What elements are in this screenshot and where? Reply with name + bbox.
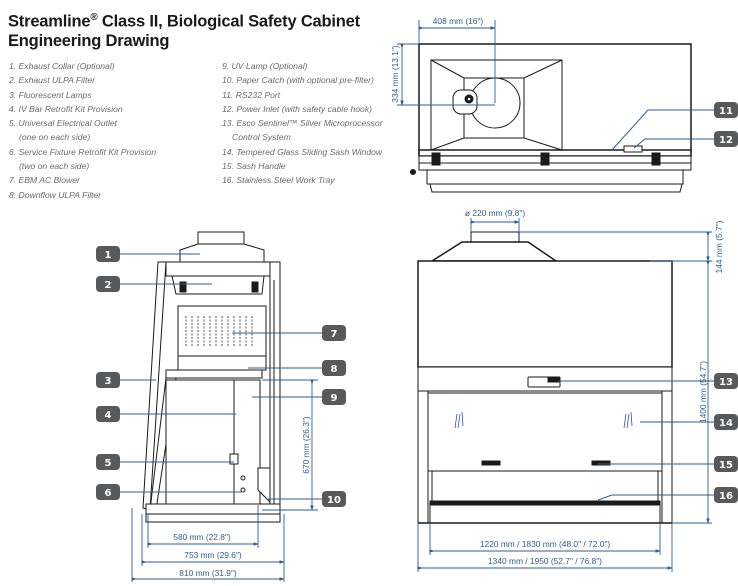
legend-item: 8. Downflow ULPA Filter [9,189,102,200]
side-panel [233,379,261,505]
callout-badge-16 [714,487,738,503]
title-rest: Class II, Biological Safety Cabinet [97,12,360,31]
callout-badge-9 [322,389,346,405]
title-subtitle: Engineering Drawing [8,31,170,50]
legend-item: 2. Exhaust ULPA Filter [9,75,95,86]
legend-item: 12. Power Inlet (with safety cable hook) [222,103,372,114]
dim-side-810: 810 mm (31.9") [179,568,237,578]
callout-badge-5 [96,454,120,470]
work-tray [429,500,661,506]
legend-item: 6. Service Fixture Retrofit Kit Provisio… [9,146,157,157]
electrical-outlet [229,453,239,465]
callout-number: 5 [105,458,112,469]
front-exhaust-collar [429,241,559,262]
callout-badge-7 [322,325,346,341]
page-title: Streamline® Class II, Biological Safety … [8,8,360,51]
callout-badge-4 [96,406,120,422]
sash-window [427,392,663,472]
callout-number: 14 [719,418,733,429]
legend-item-continuation: Control System [232,132,291,143]
sash-handle-left [481,460,501,466]
callout-badge-11 [714,102,738,118]
side-rear-column [269,261,281,523]
dim-overall-height: 1400 mm (54.7") [698,361,708,423]
side-base [145,503,281,515]
callout-leader-11 [611,109,714,151]
dimension-lines [131,20,712,582]
callout-number: 2 [105,280,112,291]
legend-item: 15. Sash Handle [222,161,286,172]
dim-collar-height: 144 mm (5.7") [714,220,724,273]
callout-number: 12 [719,135,733,146]
legend-item: 3. Fluorescent Lamps [9,89,92,100]
dim-front-inner: 1220 mm / 1830 mm (48.0" / 72.0") [480,539,610,549]
dim-work-opening-height: 670 mm (26.3") [301,416,311,474]
callout-number: 8 [331,364,338,375]
callout-badge-1 [96,246,120,262]
exhaust-filter [171,275,265,295]
callout-badge-15 [714,456,738,472]
legend-item: 5. Universal Electrical Outlet [9,118,117,129]
callout-number: 3 [105,376,112,387]
callout-badge-6 [96,484,120,500]
dim-collar-diameter: ø 220 mm (9.8") [465,208,525,218]
callout-badge-13 [714,373,738,389]
callout-number: 16 [719,491,733,502]
front-collar-top [470,231,520,243]
callout-number: 6 [105,488,112,499]
work-opening [165,379,235,505]
legend-item: 16. Stainless Steel Work Tray [222,175,335,186]
legend-item: 11. RS232 Port [222,89,281,100]
legend-item: 4. IV Bar Retrofit Kit Provision [9,103,123,114]
legend-item: 13. Esco Sentinel™ Silver Microprocessor [222,118,383,129]
callout-number: 4 [105,410,112,421]
front-upper-panel [417,260,673,368]
callout-badge-10 [322,491,346,507]
exhaust-collar [179,243,265,263]
legend-item-continuation: (one on each side) [19,132,91,143]
legend-item: 9. UV Lamp (Optional) [222,61,308,71]
legend-left-column: 1. Exhaust Collar (Optional) 2. Exhaust U… [9,59,156,202]
sash-handle-right [591,460,611,466]
top-view [410,43,692,193]
legend-item-continuation: (two on each side) [19,161,90,172]
callout-leader-12 [633,138,714,149]
dim-top-depth: 334 mm (13.1") [390,45,400,103]
top-view-collar-tab [452,89,478,115]
side-view [142,231,281,523]
callout-number: 11 [719,106,733,117]
callout-badge-2 [96,276,120,292]
callout-number: 7 [331,329,338,340]
callout-badge-12 [714,131,738,147]
callout-badge-8 [322,360,346,376]
callout-number: 9 [331,393,338,404]
paper-catch [257,467,271,504]
legend-item: 10. Paper Catch (with optional pre-filte… [222,75,374,86]
callout-number: 1 [105,250,112,261]
side-collar-top [197,231,245,245]
title-brand: Streamline [8,12,91,31]
legend-item: 7. EBM AC Blower [9,175,80,186]
legend-right-column: 9. UV Lamp (Optional) 10. Paper Catch (wi… [222,59,382,188]
dim-side-753: 753 mm (29.6") [184,550,242,560]
callout-number: 13 [719,377,733,388]
dim-top-width: 408 mm (16") [433,16,484,26]
front-view [417,231,673,524]
registered-mark: ® [90,12,98,23]
dim-front-outer: 1340 mm / 1950 (52.7" / 76.8") [488,556,602,566]
legend-item: 1. Exhaust Collar (Optional) [9,61,115,71]
legend-item: 14. Tempered Glass Sliding Sash Window [222,146,383,157]
callout-badge-14 [714,414,738,430]
callout-number: 15 [719,460,733,471]
work-zone [431,470,659,502]
side-frame-top [165,261,275,277]
callout-leader-16 [597,494,714,501]
callout-number: 10 [327,495,341,506]
callout-badge-3 [96,372,120,388]
dim-side-580: 580 mm (22.8") [173,532,231,542]
